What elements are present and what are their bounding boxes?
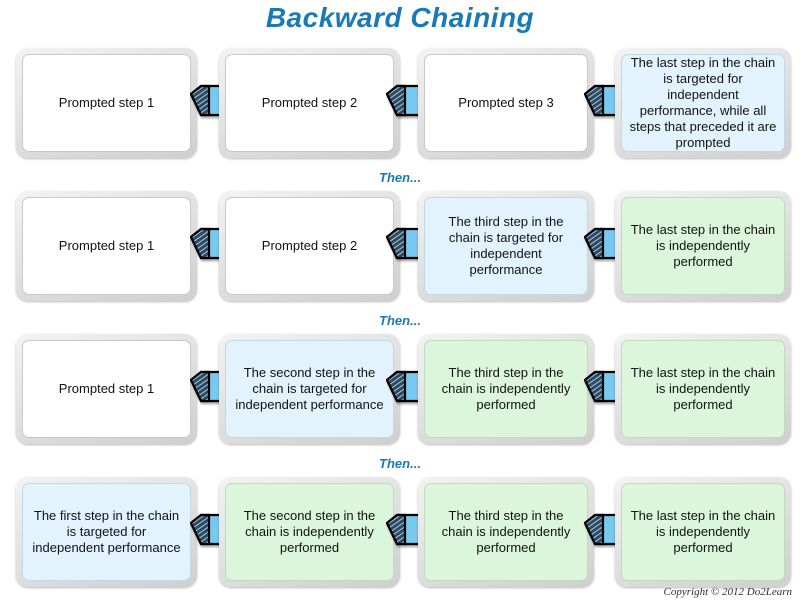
step-box-r4-b2[interactable]: The second step in the chain is independ… <box>219 477 400 587</box>
step-box-r3-b3[interactable]: The third step in the chain is independe… <box>418 334 594 444</box>
step-box-label: The last step in the chain is targeted f… <box>621 54 785 152</box>
step-box-label: Prompted step 2 <box>225 197 394 295</box>
step-box-r4-b1[interactable]: The first step in the chain is targeted … <box>16 477 197 587</box>
step-box-label: The first step in the chain is targeted … <box>22 483 191 581</box>
chain-row-4: The first step in the chain is targeted … <box>0 477 800 589</box>
step-box-label: The last step in the chain is independen… <box>621 483 785 581</box>
step-box-label: The third step in the chain is independe… <box>424 340 588 438</box>
step-box-r3-b1[interactable]: Prompted step 1 <box>16 334 197 444</box>
then-label-3: Then... <box>379 456 421 471</box>
copyright-notice: Copyright © 2012 Do2Learn <box>663 586 792 598</box>
step-box-r1-b1[interactable]: Prompted step 1 <box>16 48 197 158</box>
step-box-label: The last step in the chain is independen… <box>621 340 785 438</box>
step-box-r2-b1[interactable]: Prompted step 1 <box>16 191 197 301</box>
then-label-2: Then... <box>379 313 421 328</box>
step-box-r1-b3[interactable]: Prompted step 3 <box>418 48 594 158</box>
step-box-r1-b4[interactable]: The last step in the chain is targeted f… <box>615 48 791 158</box>
step-box-r3-b2[interactable]: The second step in the chain is targeted… <box>219 334 400 444</box>
step-box-label: Prompted step 3 <box>424 54 588 152</box>
step-box-label: The third step in the chain is independe… <box>424 483 588 581</box>
step-box-label: Prompted step 1 <box>22 197 191 295</box>
step-box-label: The second step in the chain is independ… <box>225 483 394 581</box>
step-box-r4-b4[interactable]: The last step in the chain is independen… <box>615 477 791 587</box>
step-box-r3-b4[interactable]: The last step in the chain is independen… <box>615 334 791 444</box>
step-box-r2-b2[interactable]: Prompted step 2 <box>219 191 400 301</box>
step-box-r1-b2[interactable]: Prompted step 2 <box>219 48 400 158</box>
chain-row-2: Prompted step 1 Prompted step 2 The third … <box>0 191 800 303</box>
step-box-label: The last step in the chain is independen… <box>621 197 785 295</box>
chain-row-1: Prompted step 1 Prompted step 2 Prompted s… <box>0 48 800 160</box>
step-box-label: Prompted step 1 <box>22 340 191 438</box>
chain-row-3: Prompted step 1 The second step in the ch… <box>0 334 800 446</box>
step-box-label: The second step in the chain is targeted… <box>225 340 394 438</box>
step-box-label: Prompted step 2 <box>225 54 394 152</box>
step-box-label: The third step in the chain is targeted … <box>424 197 588 295</box>
step-box-r2-b4[interactable]: The last step in the chain is independen… <box>615 191 791 301</box>
step-box-r2-b3[interactable]: The third step in the chain is targeted … <box>418 191 594 301</box>
step-box-label: Prompted step 1 <box>22 54 191 152</box>
step-box-r4-b3[interactable]: The third step in the chain is independe… <box>418 477 594 587</box>
then-label-1: Then... <box>379 170 421 185</box>
page-title: Backward Chaining <box>265 2 535 33</box>
